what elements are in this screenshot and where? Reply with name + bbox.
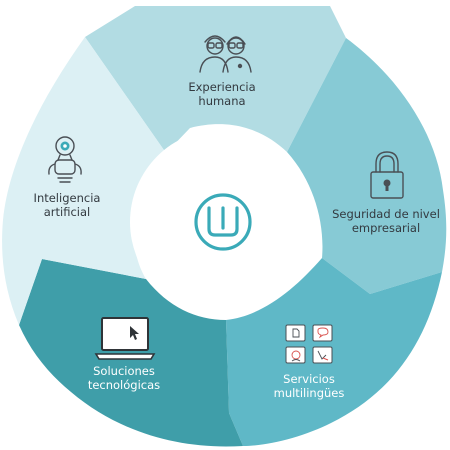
robot-icon: [48, 136, 82, 183]
laptop-icon: [94, 317, 156, 360]
svg-text:Experiencia: Experiencia: [188, 80, 255, 94]
label-seguridad-nivel-empresarial: Seguridad de nivel empresarial: [332, 207, 440, 235]
svg-text:artificial: artificial: [44, 205, 90, 219]
segment-seguridad-nivel-empresarial: [287, 38, 447, 294]
document-services-icon: [285, 324, 333, 364]
svg-text:Seguridad de nivel: Seguridad de nivel: [332, 207, 440, 221]
label-experiencia-humana: Experiencia humana: [188, 80, 255, 108]
label-inteligencia-artificial: Inteligencia artificial: [34, 191, 101, 219]
segment-soluciones-tecnologicas: [19, 259, 243, 447]
label-servicios-multilingues: Servicios multilingües: [274, 372, 345, 400]
people-icon: [199, 35, 252, 73]
svg-text:Soluciones: Soluciones: [93, 364, 155, 378]
segment-inteligencia-artificial: [2, 37, 167, 325]
padlock-icon: [370, 151, 404, 199]
svg-text:tecnológicas: tecnológicas: [88, 378, 160, 392]
svg-text:multilingües: multilingües: [274, 386, 345, 400]
segment-servicios-multilingues: [226, 258, 442, 446]
svg-text:Servicios: Servicios: [283, 372, 335, 386]
svg-text:humana: humana: [198, 94, 245, 108]
segment-experiencia-humana: [85, 6, 346, 153]
label-soluciones-tecnologicas: Soluciones tecnológicas: [88, 364, 160, 392]
lw-logo-icon: [194, 193, 252, 251]
svg-text:Inteligencia: Inteligencia: [34, 191, 101, 205]
svg-text:empresarial: empresarial: [352, 221, 420, 235]
